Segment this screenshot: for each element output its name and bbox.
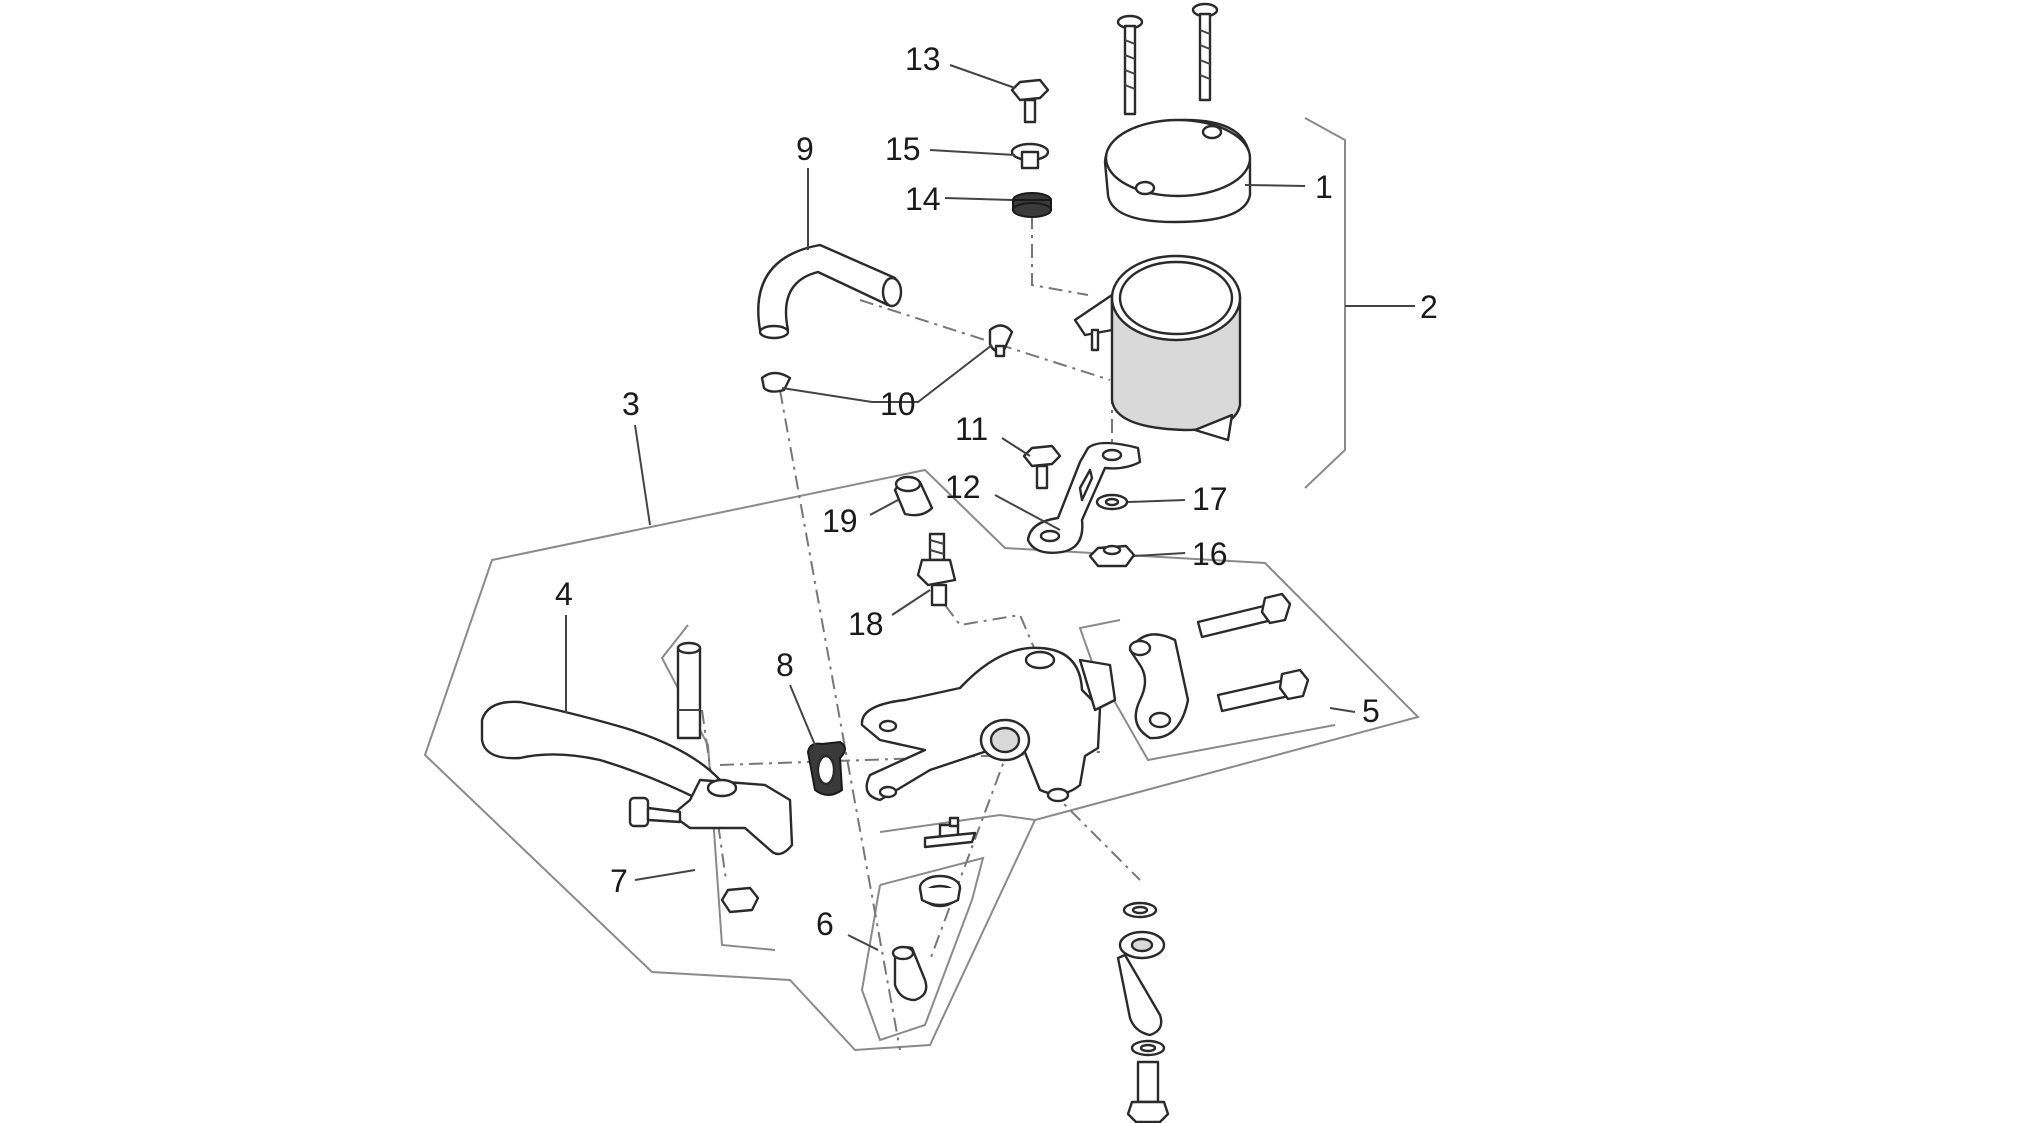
washer-15 [1010, 142, 1050, 170]
callout-7: 7 [610, 863, 628, 899]
callout-16: 16 [1192, 536, 1228, 572]
leader-6 [847, 934, 879, 951]
clamp-bolt-lower [1216, 668, 1310, 713]
reservoir-body [1073, 254, 1242, 442]
lever-frame [660, 624, 776, 951]
bolt-11 [1022, 444, 1062, 490]
callout-18: 18 [848, 606, 884, 642]
leader-19 [869, 499, 899, 516]
pivot-nut [720, 886, 760, 914]
hose-clip-lower [760, 371, 792, 393]
banjo-bolt-lower [1126, 1060, 1170, 1123]
axis-bleeder [944, 604, 1036, 651]
hose-clip-upper [988, 324, 1014, 358]
leader-11 [1001, 437, 1031, 457]
crush-washer-lower [1130, 1039, 1166, 1057]
screw-13 [1010, 78, 1050, 124]
axis-clip-lower [779, 389, 901, 1051]
callout-9: 9 [796, 131, 814, 167]
brake-switch [923, 816, 977, 849]
bushing-8 [806, 740, 846, 796]
leader-10 [781, 344, 993, 403]
callout-8: 8 [776, 647, 794, 683]
axis-reservoir-cap [1031, 215, 1089, 296]
leader-17 [1127, 499, 1186, 503]
callout-19: 19 [822, 503, 858, 539]
bleeder-screw-18 [916, 532, 957, 607]
leader-14 [944, 197, 1013, 201]
bracket-2 [1304, 117, 1346, 489]
nut-16 [1088, 544, 1136, 568]
leader-13 [949, 64, 1016, 89]
brake-lever-4 [480, 700, 794, 856]
leader-8 [789, 684, 816, 746]
banjo-elbow-6 [891, 945, 928, 1002]
axis-banjo [1049, 789, 1141, 881]
reservoir-screw-left [1116, 14, 1144, 116]
callout-2: 2 [1420, 289, 1438, 325]
leader-15 [929, 149, 1016, 156]
leader-12 [994, 494, 1061, 531]
reservoir-cap [1103, 118, 1252, 224]
axis-hose [859, 299, 1111, 381]
callout-17: 17 [1192, 481, 1228, 517]
reservoir-screw-right [1191, 2, 1219, 102]
bleeder-cap-19 [893, 475, 934, 517]
leader-5 [1329, 707, 1356, 713]
breather-hose [757, 243, 903, 340]
leader-7 [634, 869, 696, 881]
callout-3: 3 [622, 386, 640, 422]
switch-frame [879, 813, 1036, 833]
adjuster-knob [628, 796, 682, 828]
master-cylinder-body [860, 646, 1117, 803]
crush-washer-upper [1122, 901, 1158, 919]
axis-pivot [719, 751, 1101, 766]
callout-10: 10 [880, 386, 916, 422]
leader-16 [1133, 552, 1186, 557]
washer-17 [1095, 493, 1129, 511]
reservoir-bracket-12 [1026, 441, 1142, 554]
clamp-halves-5 [1128, 633, 1190, 740]
leader-1 [1244, 184, 1306, 187]
callout-13: 13 [905, 41, 941, 77]
callout-11: 11 [955, 411, 988, 447]
seal-14 [1012, 192, 1052, 218]
callout-12: 12 [945, 469, 981, 505]
clamp-bolt-upper [1196, 592, 1292, 639]
axis-nipple [929, 744, 1011, 961]
callout-1: 1 [1315, 169, 1333, 205]
leader-3 [634, 424, 651, 526]
banjo-cap [918, 874, 962, 908]
banjo-bolt-upper [1116, 930, 1166, 1037]
fitting-frame [860, 856, 985, 1042]
callout-6: 6 [816, 906, 834, 942]
leader-18 [891, 589, 931, 616]
pivot-pin [676, 641, 702, 740]
callout-4: 4 [555, 576, 573, 612]
group-3-outline [423, 468, 1420, 1052]
callout-14: 14 [905, 181, 941, 217]
callout-5: 5 [1362, 693, 1380, 729]
callout-15: 15 [885, 131, 921, 167]
